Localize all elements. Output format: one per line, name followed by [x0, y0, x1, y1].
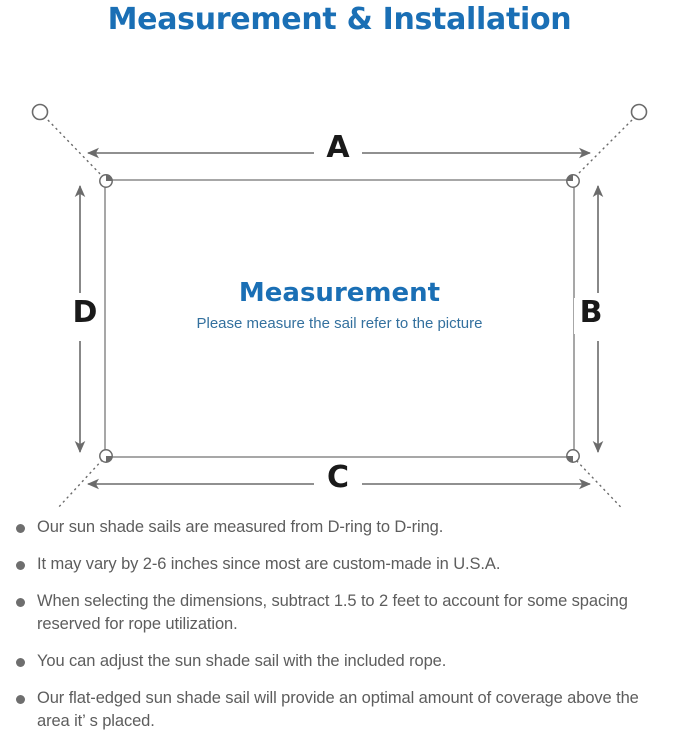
list-item: You can adjust the sun shade sail with t…: [14, 650, 665, 673]
shade-sail-measurement-diagram: A B C D Measurement Please measure the s…: [0, 38, 679, 508]
dimension-arrows: [74, 147, 604, 490]
notes-list: Our sun shade sails are measured from D-…: [0, 508, 679, 733]
bullet-icon: [16, 695, 25, 704]
bullet-icon: [16, 658, 25, 667]
anchor-top-left-icon: [31, 103, 49, 121]
diagram-canvas: [31, 103, 648, 508]
list-item: Our flat-edged sun shade sail will provi…: [14, 687, 665, 733]
page-title: Measurement & Installation: [107, 2, 572, 37]
rope-top-left: [43, 115, 106, 180]
rope-bottom-left: [56, 456, 106, 508]
note-text: It may vary by 2-6 inches since most are…: [37, 555, 501, 573]
dimension-label-a: A: [318, 133, 358, 167]
d-ring-shading: [106, 175, 573, 462]
note-text: Our flat-edged sun shade sail will provi…: [37, 689, 639, 730]
dimension-label-b: B: [574, 298, 608, 334]
dimension-label-c: C: [318, 463, 358, 497]
rope-lines: [43, 115, 637, 508]
list-item: Our sun shade sails are measured from D-…: [14, 516, 665, 539]
sail-body: [104, 179, 575, 458]
rope-bottom-right: [572, 456, 623, 508]
bullet-icon: [16, 598, 25, 607]
d-ring-bottom-left-shade: [106, 456, 112, 462]
d-ring-top-right-shade: [567, 175, 573, 181]
anchor-top-right-icon: [630, 103, 648, 121]
note-text: Our sun shade sails are measured from D-…: [37, 518, 444, 536]
note-text: When selecting the dimensions, subtract …: [37, 592, 628, 633]
d-ring-bottom-right-shade: [567, 456, 573, 462]
rope-top-right: [572, 115, 637, 180]
anchor-points: [31, 103, 648, 121]
bullet-icon: [16, 524, 25, 533]
d-ring-top-left-shade: [106, 175, 112, 181]
bullet-icon: [16, 561, 25, 570]
note-text: You can adjust the sun shade sail with t…: [37, 652, 447, 670]
dimension-label-d: D: [68, 298, 102, 334]
list-item: It may vary by 2-6 inches since most are…: [14, 553, 665, 576]
list-item: When selecting the dimensions, subtract …: [14, 590, 665, 636]
